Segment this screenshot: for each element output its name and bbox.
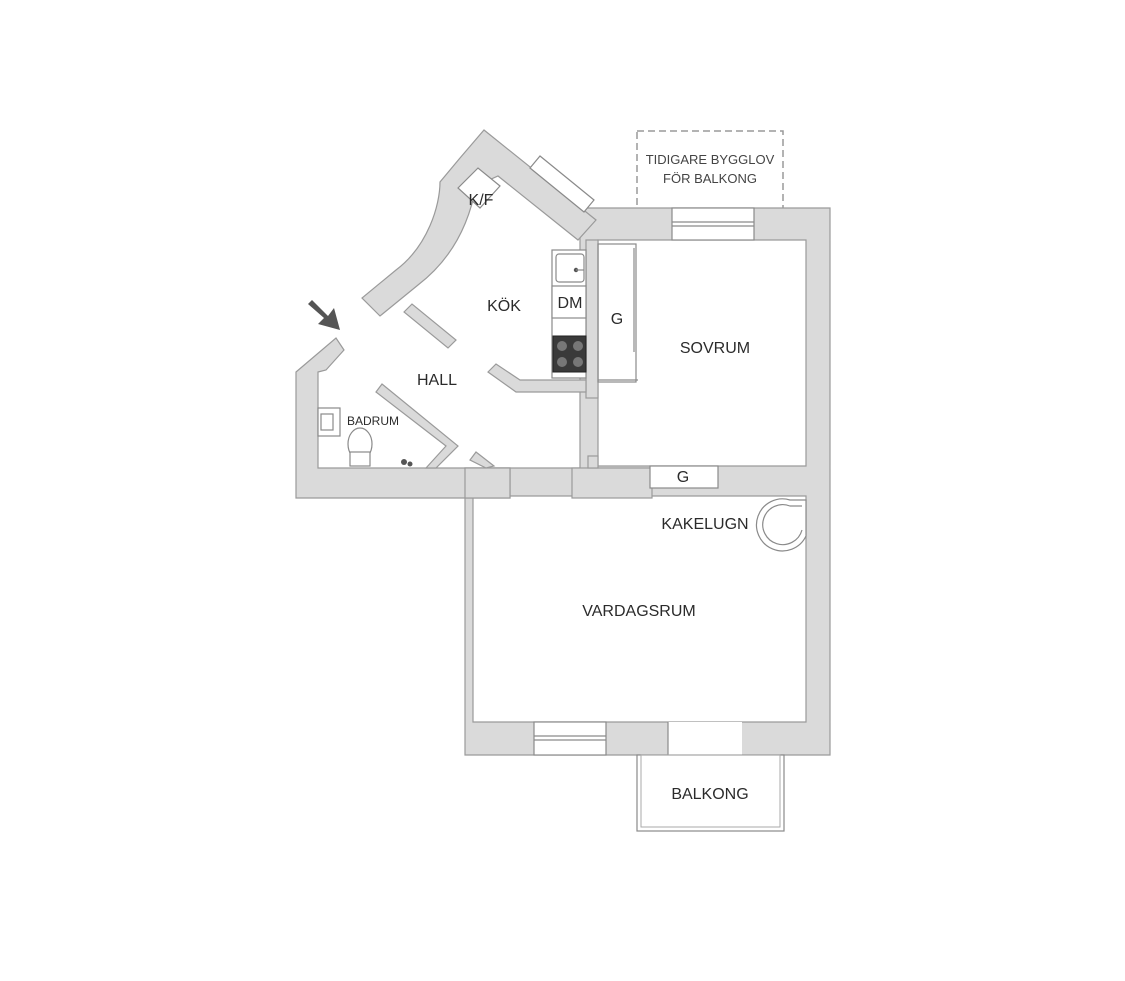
window-kitchen [529,155,595,213]
windows [529,155,755,756]
note-previous-permit-line1: TIDIGARE BYGGLOV [646,152,775,167]
kitchen-stub-upper [403,303,457,349]
fridge-freezer [457,167,501,209]
kitchen-fixtures [457,167,587,379]
wall-stub-left-of-passage [464,467,511,499]
previous-balcony-permit-outline [636,130,784,210]
stove [552,335,587,373]
room-label-balcony: BALKONG [671,786,748,803]
balcony-outline [636,754,785,832]
room-label-living-room: VARDAGSRUM [582,603,696,620]
kitchen-bedroom-partition [585,239,599,399]
balcony [636,754,785,832]
bathroom-fixtures [317,407,413,467]
wardrobe-bedroom [649,465,719,489]
tiled-stove [755,498,807,552]
label-wardrobe-bedroom: G [677,469,689,486]
kitchen-stub-lower [487,363,587,393]
label-tiled-stove: KAKELUGN [661,516,748,533]
bedroom-wall-stub [587,455,599,469]
room-label-bathroom: BADRUM [347,414,399,428]
dishwasher [551,285,587,319]
room-label-bedroom: SOVRUM [680,340,750,357]
wardrobe-kitchen [597,243,638,383]
note-previous-permit-line2: FÖR BALKONG [663,171,757,186]
room-label-hall: HALL [417,372,457,389]
wall-stub-right-of-passage [571,467,653,499]
label-wardrobe-kitchen: G [611,311,623,328]
window-bedroom [671,207,755,241]
room-label-kitchen: KÖK [487,297,521,315]
window-living-room [533,721,607,756]
entrance-arrow-icon [308,300,340,330]
bathroom-sink [317,407,341,437]
label-dishwasher: DM [558,295,583,312]
bathroom-door-stub [469,451,496,469]
bathroom-wall-diagonal [375,383,459,469]
label-fridge-freezer: K/F [469,192,494,209]
balcony-door-opening [668,722,742,755]
walls [295,129,831,756]
kitchen-sink [555,253,585,283]
